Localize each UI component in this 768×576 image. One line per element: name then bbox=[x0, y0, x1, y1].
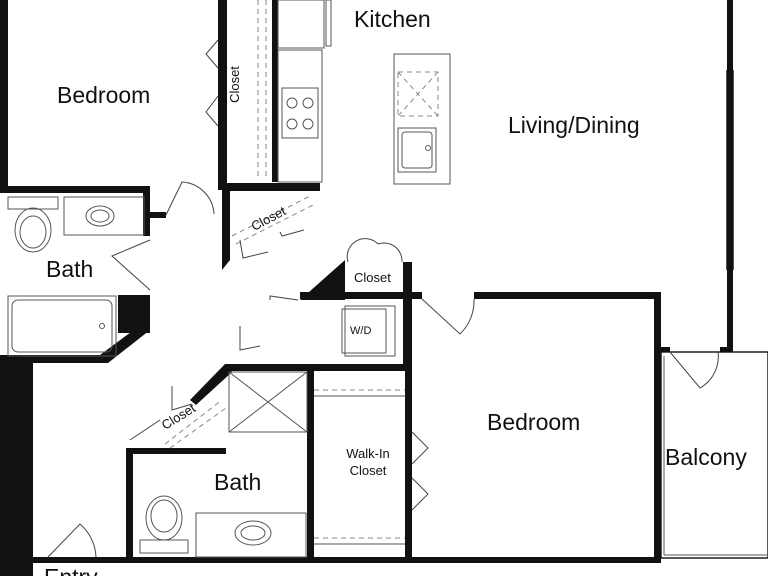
kitchen-fixtures bbox=[257, 0, 451, 185]
room-label-bedroom-2: Bedroom bbox=[487, 409, 581, 435]
room-label-kitchen: Kitchen bbox=[354, 6, 431, 32]
room-label-bath-2: Bath bbox=[214, 469, 262, 495]
walls bbox=[0, 0, 733, 576]
doors bbox=[47, 39, 719, 558]
laundry-fixtures bbox=[341, 305, 396, 357]
walk-in-closet-label: Walk-In Closet bbox=[346, 446, 390, 478]
closet-label-laundry: Closet bbox=[354, 270, 391, 285]
room-label-living-dining: Living/Dining bbox=[508, 112, 640, 138]
closet-label-bedroom-1: Closet bbox=[226, 66, 242, 103]
closet-shelving bbox=[164, 195, 316, 449]
laundry-label: W/D bbox=[350, 325, 372, 337]
bath-1-fixtures bbox=[7, 196, 145, 357]
room-label-bedroom-1: Bedroom bbox=[57, 82, 151, 108]
room-label-balcony: Balcony bbox=[665, 444, 747, 470]
room-label-entry: Entry bbox=[44, 566, 98, 576]
room-label-bath-1: Bath bbox=[46, 256, 94, 282]
walk-in-shelving bbox=[314, 389, 405, 545]
windows bbox=[660, 70, 768, 559]
bath-2-fixtures bbox=[139, 371, 308, 558]
